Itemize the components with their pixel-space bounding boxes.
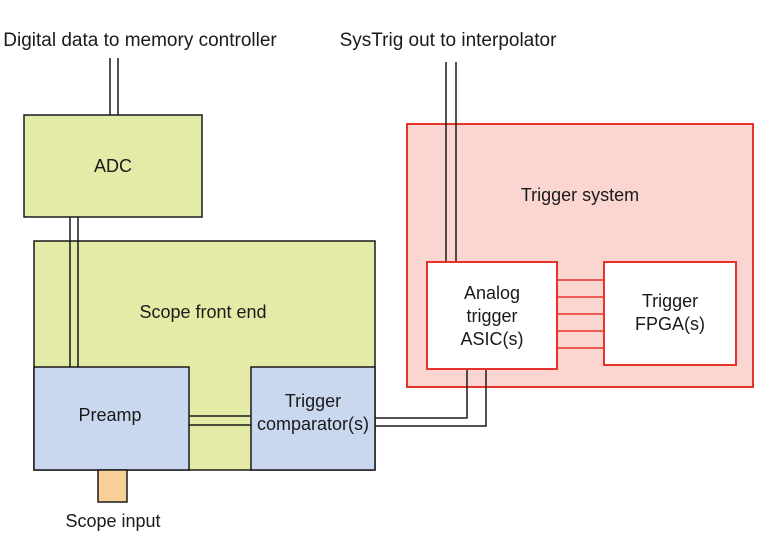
trigger-fpga-label-line1: Trigger <box>642 291 698 311</box>
scope-front-end-label: Scope front end <box>139 302 266 322</box>
trigger-fpga-box <box>603 261 737 366</box>
analog-trigger-label-line1: Analog <box>464 283 520 303</box>
scope-input-label: Scope input <box>65 511 160 531</box>
scope-input-connector <box>97 469 128 503</box>
comparator-asic-line-2 <box>375 369 487 427</box>
systrig-label: SysTrig out to interpolator <box>340 30 558 51</box>
comparator-asic-line-1 <box>375 369 468 419</box>
trigger-comparator-label-line2: comparator(s) <box>257 414 369 434</box>
trigger-fpga-label-line2: FPGA(s) <box>635 314 705 334</box>
trigger-comparator-box <box>250 366 376 471</box>
analog-trigger-asic-box <box>426 261 558 370</box>
trigger-system-label: Trigger system <box>521 185 639 205</box>
preamp-box <box>33 366 190 471</box>
analog-trigger-label-line3: ASIC(s) <box>461 329 524 349</box>
adc-box <box>23 114 203 218</box>
digital-data-label: Digital data to memory controller <box>3 30 277 51</box>
adc-label: ADC <box>94 156 132 176</box>
preamp-label: Preamp <box>78 405 141 425</box>
trigger-comparator-label-line1: Trigger <box>285 391 341 411</box>
analog-trigger-label-line2: trigger <box>466 306 517 326</box>
